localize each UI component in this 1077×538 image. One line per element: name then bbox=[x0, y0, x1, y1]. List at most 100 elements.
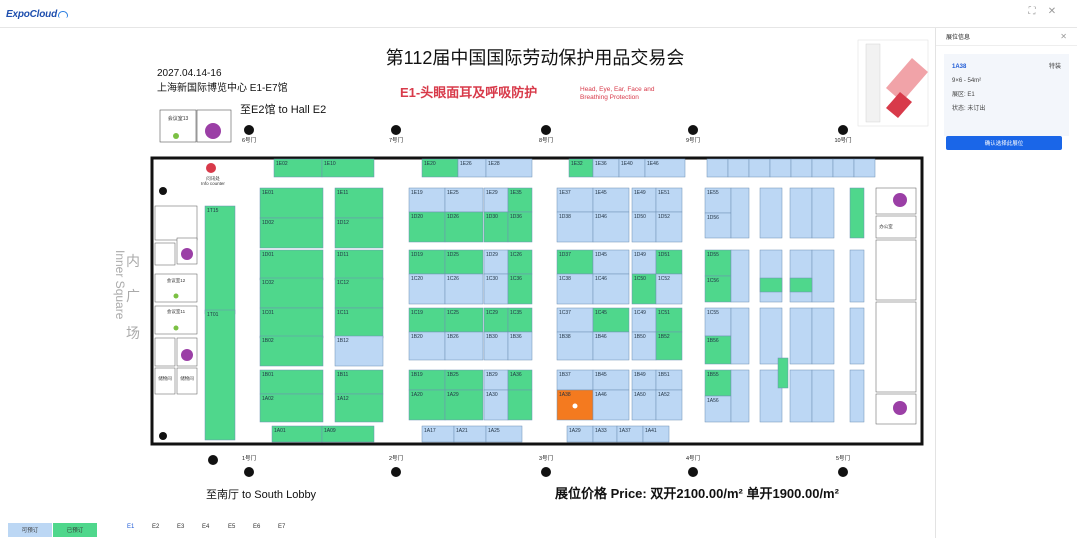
booth-rect[interactable] bbox=[832, 158, 855, 178]
booth-rect[interactable] bbox=[655, 187, 683, 213]
booth-1A01[interactable]: 1A01 bbox=[271, 425, 323, 443]
booth-1E55[interactable]: 1E55 bbox=[704, 187, 732, 214]
booth-1B20[interactable]: 1B20 bbox=[408, 331, 446, 361]
hall-tab-e5[interactable]: E5 bbox=[228, 524, 236, 530]
booth-1E02[interactable]: 1E02 bbox=[273, 158, 323, 178]
booth-1T01[interactable]: 1T01 bbox=[204, 309, 236, 441]
booth-rect[interactable] bbox=[483, 331, 509, 361]
booth-top-right[interactable] bbox=[769, 158, 792, 178]
booth-rect[interactable] bbox=[789, 249, 813, 303]
booth-1C50[interactable]: 1C50 bbox=[631, 273, 657, 305]
booth-rect[interactable] bbox=[759, 277, 783, 293]
confirm-booth-button[interactable]: 确认选择此展位 bbox=[946, 136, 1062, 150]
booth-right-block[interactable] bbox=[849, 369, 865, 423]
booth-rect[interactable] bbox=[811, 249, 835, 303]
booth-right-block[interactable] bbox=[811, 369, 835, 423]
booth-1D26[interactable]: 1D26 bbox=[444, 211, 484, 243]
booth-rect[interactable] bbox=[483, 307, 509, 333]
booth-right-block[interactable] bbox=[759, 249, 783, 303]
booth-1B02[interactable]: 1B02 bbox=[259, 335, 324, 367]
booth-rect[interactable] bbox=[334, 393, 384, 423]
booth-rect[interactable] bbox=[507, 273, 533, 305]
booth-1B26[interactable]: 1B26 bbox=[444, 331, 484, 361]
booth-1C29[interactable]: 1C29 bbox=[483, 307, 509, 333]
booth-1D11[interactable]: 1D11 bbox=[334, 249, 384, 281]
booth-rect[interactable] bbox=[592, 331, 630, 361]
booth-rect[interactable] bbox=[408, 273, 446, 305]
booth-1D36[interactable]: 1D36 bbox=[507, 211, 533, 243]
booth-rect[interactable] bbox=[408, 331, 446, 361]
booth-1C52[interactable]: 1C52 bbox=[655, 273, 683, 305]
booth-rect[interactable] bbox=[769, 158, 792, 178]
booth-top-right[interactable] bbox=[748, 158, 771, 178]
booth-rect[interactable] bbox=[483, 187, 509, 213]
minimap[interactable] bbox=[857, 39, 929, 127]
booth-rect[interactable] bbox=[556, 249, 594, 275]
booth-rect[interactable] bbox=[849, 249, 865, 303]
booth-1C37[interactable]: 1C37 bbox=[556, 307, 594, 333]
booth-rect[interactable] bbox=[849, 369, 865, 423]
booth-1C11[interactable]: 1C11 bbox=[334, 307, 384, 339]
booth-1A02[interactable]: 1A02 bbox=[259, 393, 324, 423]
booth-rect[interactable] bbox=[790, 158, 813, 178]
booth-right-block[interactable] bbox=[811, 249, 835, 303]
booth-rect[interactable] bbox=[730, 307, 750, 365]
booth-rect[interactable] bbox=[631, 273, 657, 305]
booth-1E26[interactable]: 1E26 bbox=[457, 158, 487, 178]
booth-1C12[interactable]: 1C12 bbox=[334, 277, 384, 309]
booth-1E28[interactable]: 1E28 bbox=[485, 158, 533, 178]
booth-rect[interactable] bbox=[483, 389, 509, 421]
booth-rect[interactable] bbox=[730, 249, 750, 303]
booth-right-block[interactable] bbox=[789, 369, 813, 423]
booth-1D55[interactable]: 1D55 bbox=[704, 249, 732, 277]
booth-rect[interactable] bbox=[631, 187, 657, 213]
booth-rect[interactable] bbox=[631, 307, 657, 333]
booth-rect[interactable] bbox=[444, 273, 484, 305]
booth-rect[interactable] bbox=[485, 425, 523, 443]
booth-rect[interactable] bbox=[759, 187, 783, 239]
booth-rect[interactable] bbox=[259, 277, 324, 309]
booth-rect[interactable] bbox=[704, 307, 732, 337]
booth-1D46[interactable]: 1D46 bbox=[592, 211, 630, 243]
booth-1D02[interactable]: 1D02 bbox=[259, 217, 324, 249]
hall-tab-e7[interactable]: E7 bbox=[278, 524, 286, 530]
booth-1E46[interactable]: 1E46 bbox=[644, 158, 686, 178]
booth-right-block[interactable] bbox=[811, 307, 835, 365]
booth-1C26[interactable]: 1C26 bbox=[444, 273, 484, 305]
booth-rect[interactable] bbox=[334, 335, 384, 367]
booth-rect[interactable] bbox=[704, 275, 732, 303]
booth-rect[interactable] bbox=[444, 211, 484, 243]
booth-rect[interactable] bbox=[334, 187, 384, 219]
booth-1B52[interactable]: 1B52 bbox=[655, 331, 683, 361]
booth-rect[interactable] bbox=[811, 307, 835, 365]
booth-1D49[interactable]: 1D49 bbox=[631, 249, 657, 275]
booth-rect[interactable] bbox=[704, 187, 732, 214]
booth-rect[interactable] bbox=[811, 158, 834, 178]
booth-1B38[interactable]: 1B38 bbox=[556, 331, 594, 361]
booth-top-right[interactable] bbox=[853, 158, 876, 178]
booth-1D50[interactable]: 1D50 bbox=[631, 211, 657, 243]
booth-rect[interactable] bbox=[592, 211, 630, 243]
booth-1A29[interactable]: 1A29 bbox=[444, 389, 484, 421]
hall-tab-e6[interactable]: E6 bbox=[253, 524, 261, 530]
booth-1E32[interactable]: 1E32 bbox=[568, 158, 594, 178]
booth-1C20[interactable]: 1C20 bbox=[408, 273, 446, 305]
booth-1D29[interactable]: 1D29 bbox=[483, 249, 509, 275]
booth-rect[interactable] bbox=[811, 369, 835, 423]
booth-rect[interactable] bbox=[592, 187, 630, 213]
booth-1E01[interactable]: 1E01 bbox=[259, 187, 324, 219]
booth-right-block[interactable] bbox=[759, 187, 783, 239]
booth-1D19[interactable]: 1D19 bbox=[408, 249, 446, 275]
booth-rect[interactable] bbox=[507, 389, 533, 421]
booth-rect[interactable] bbox=[849, 187, 865, 239]
booth-rect[interactable] bbox=[259, 217, 324, 249]
booth-1C30[interactable]: 1C30 bbox=[483, 273, 509, 305]
booth-1E25[interactable]: 1E25 bbox=[444, 187, 484, 213]
booth-rect[interactable] bbox=[556, 307, 594, 333]
booth-top-right[interactable] bbox=[811, 158, 834, 178]
close-icon[interactable]: ✕ bbox=[1060, 32, 1067, 41]
booth-right-block[interactable] bbox=[789, 277, 813, 293]
booth-right-block[interactable] bbox=[777, 357, 789, 389]
booth-rect[interactable] bbox=[259, 187, 324, 219]
booth-1C35[interactable]: 1C35 bbox=[507, 307, 533, 333]
